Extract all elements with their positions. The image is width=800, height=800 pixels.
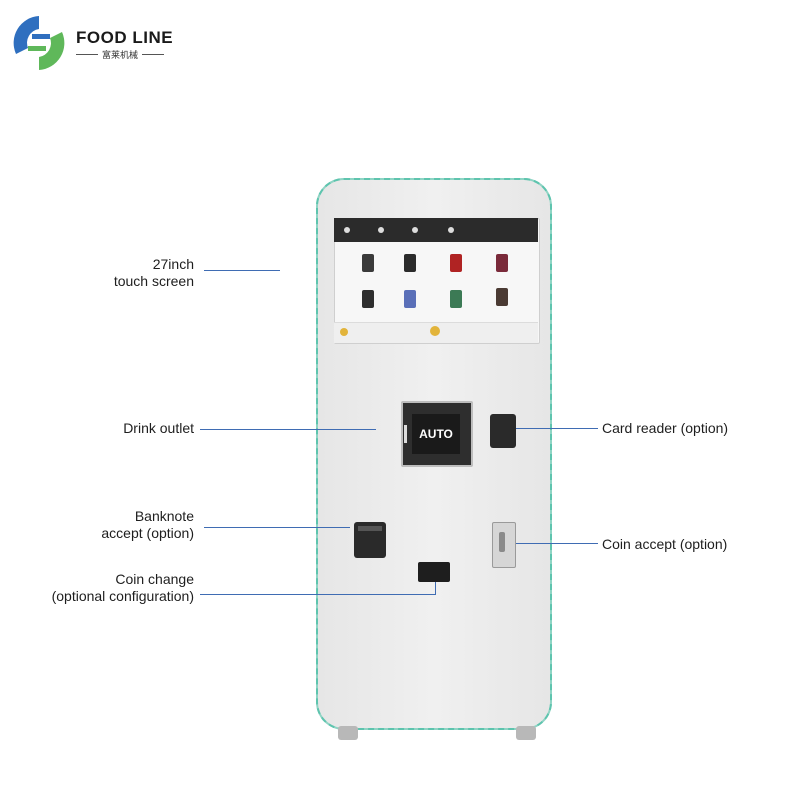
callout-line-coin-change-vertical (435, 582, 436, 594)
auto-label: AUTO (419, 427, 453, 441)
callout-line-card-reader (516, 428, 598, 429)
machine-trim (316, 178, 552, 730)
screen-product-8[interactable] (496, 288, 508, 306)
machine-foot-right (516, 726, 536, 740)
callout-banknote-line2: accept (option) (101, 525, 194, 541)
callout-touch-screen-line2: touch screen (113, 273, 194, 289)
screen-top-bar (334, 218, 538, 242)
screen-product-7[interactable] (450, 290, 462, 308)
callout-coin-change: Coin change (optional configuration) (20, 571, 194, 605)
screen-cart-icon[interactable] (430, 326, 440, 336)
coin-acceptor[interactable] (492, 522, 516, 568)
screen-product-3[interactable] (450, 254, 462, 272)
callout-line-drink-outlet (200, 429, 376, 430)
brand-subtitle-text: 富莱机械 (102, 50, 139, 60)
callout-coin-change-line2: (optional configuration) (51, 588, 194, 604)
bag-icon (412, 227, 418, 233)
coin-change-tray[interactable] (418, 562, 450, 582)
banknote-slot[interactable] (358, 526, 382, 531)
callout-touch-screen-line1: 27inch (152, 256, 194, 272)
screen-badge-icon (340, 328, 348, 336)
screen-product-4[interactable] (496, 254, 508, 272)
outlet-light (404, 425, 407, 443)
screen-product-1[interactable] (362, 254, 374, 272)
callout-drink-outlet: Drink outlet (123, 420, 194, 436)
machine-foot-left (338, 726, 358, 740)
callout-coin-change-line1: Coin change (115, 571, 194, 587)
coin-slot[interactable] (499, 532, 505, 552)
callout-banknote: Banknote accept (option) (70, 508, 194, 542)
callout-banknote-line1: Banknote (134, 508, 194, 524)
callout-line-coin-accept (516, 543, 598, 544)
callout-line-banknote (204, 527, 350, 528)
screen-product-5[interactable] (362, 290, 374, 308)
screen-product-2[interactable] (404, 254, 416, 272)
callout-card-reader: Card reader (option) (602, 420, 729, 436)
brand-name: FOOD LINE (76, 28, 174, 47)
info-icon (448, 227, 454, 233)
brand-subtitle: 富莱机械 (76, 48, 165, 61)
callout-coin-accept: Coin accept (option) (602, 536, 728, 552)
menu-icon (378, 227, 384, 233)
screen-product-6[interactable] (404, 290, 416, 308)
card-reader[interactable] (490, 414, 516, 448)
outlet-auto-door: AUTO (412, 414, 460, 454)
callout-touch-screen: 27inch touch screen (90, 256, 194, 290)
callout-line-coin-change (200, 594, 436, 595)
callout-line-touch-screen (204, 270, 280, 271)
home-icon (344, 227, 350, 233)
food-line-logo-icon (13, 16, 65, 70)
